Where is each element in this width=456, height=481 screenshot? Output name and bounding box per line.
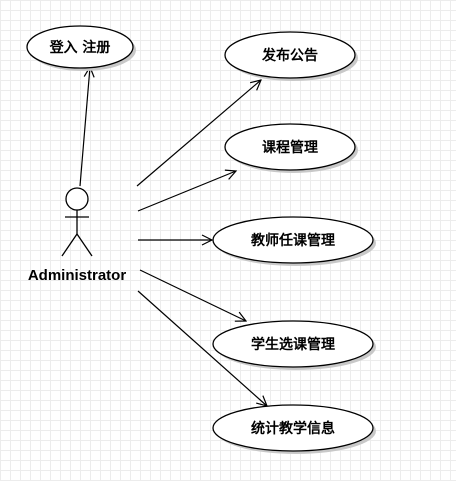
actor-label: Administrator [28, 267, 127, 284]
use-case-login-label: 登入 注册 [49, 39, 111, 56]
use-case-stats-label: 统计教学信息 [251, 420, 335, 437]
association-stats [137, 290, 267, 406]
use-case-course-label: 课程管理 [262, 139, 318, 156]
use-case-student-label: 学生选课管理 [251, 336, 335, 353]
association-announce [136, 80, 261, 187]
use-case-stats[interactable]: 统计教学信息 [212, 404, 376, 454]
association-course [137, 171, 236, 212]
use-case-announce-label: 发布公告 [261, 47, 318, 64]
actor-stick-figure-icon[interactable] [61, 187, 93, 257]
use-case-student[interactable]: 学生选课管理 [212, 320, 376, 370]
use-case-teacher[interactable]: 教师任课管理 [212, 216, 376, 266]
use-case-announce[interactable]: 发布公告 [224, 31, 358, 81]
association-login [79, 67, 90, 187]
use-case-teacher-label: 教师任课管理 [251, 232, 335, 249]
use-case-course[interactable]: 课程管理 [224, 123, 358, 173]
association-student [139, 269, 246, 321]
association-lines [79, 67, 267, 406]
use-case-login[interactable]: 登入 注册 [26, 25, 136, 71]
